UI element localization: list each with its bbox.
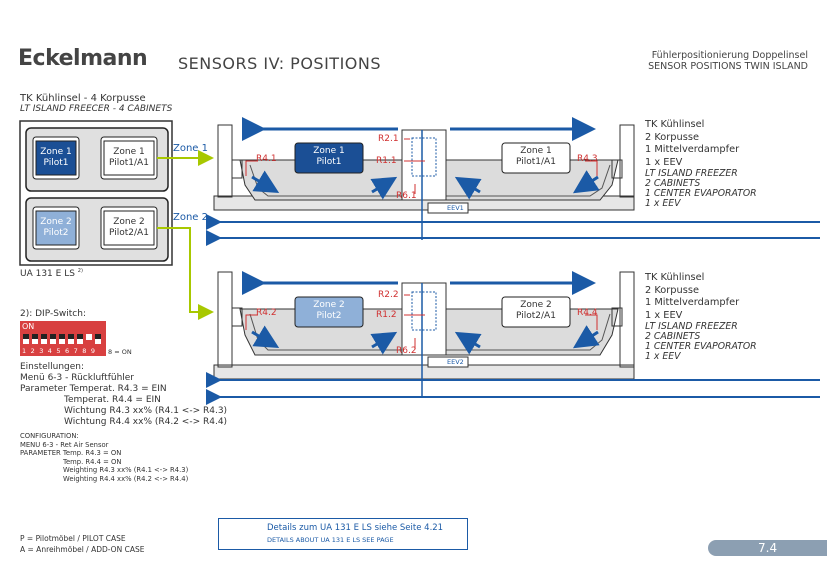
sensor-r6-1: R6.1 bbox=[396, 191, 417, 201]
details-link[interactable]: Details zum UA 131 E LS siehe Seite 4.21… bbox=[218, 518, 468, 550]
zone1-link-label: Zone 1 bbox=[173, 143, 208, 154]
sensor-r2-2: R2.2 bbox=[378, 290, 399, 300]
zone1-pilot1a1-box bbox=[103, 140, 155, 176]
sensor-r1-1: R1.1 bbox=[376, 156, 397, 166]
eev1-label: EEV1 bbox=[447, 204, 464, 212]
details-line2: DETAILS ABOUT UA 131 E LS SEE PAGE bbox=[267, 536, 394, 544]
island-1 bbox=[206, 117, 820, 246]
sensor-r2-1: R2.1 bbox=[378, 134, 399, 144]
details-line1: Details zum UA 131 E LS siehe Seite 4.21 bbox=[267, 523, 444, 533]
dip-numbers: 1 2 3 4 5 6 7 8 9 bbox=[22, 347, 97, 355]
sensor-r6-2: R6.2 bbox=[396, 346, 417, 356]
sensor-r4-2: R4.2 bbox=[256, 308, 277, 318]
zone1-pilot1-box bbox=[35, 140, 77, 176]
zone2-link-label: Zone 2 bbox=[173, 212, 208, 223]
dip-title: 2): DIP-Switch: bbox=[20, 309, 86, 319]
left-title-de: TK Kühlinsel - 4 Korpusse bbox=[20, 93, 146, 104]
brand-logo: Eckelmann bbox=[18, 46, 148, 71]
settings-en: CONFIGURATION: MENU 6-3 - Ret Air Sensor… bbox=[20, 432, 189, 483]
sensor-r4-1: R4.1 bbox=[256, 154, 277, 164]
zone2-pilot2-box bbox=[35, 210, 77, 246]
legend-pilot: P = Pilotmöbel / PILOT CASE bbox=[20, 534, 126, 543]
sensor-r4-3: R4.3 bbox=[577, 154, 598, 164]
sensor-r1-2: R1.2 bbox=[376, 310, 397, 320]
sensor-r4-4: R4.4 bbox=[577, 308, 598, 318]
dip-on-label: ON bbox=[22, 322, 35, 331]
legend-addon: A = Anreihmöbel / ADD-ON CASE bbox=[20, 545, 145, 554]
dip-note: 8 = ON bbox=[108, 348, 132, 356]
header-right-de: Fühlerpositionierung Doppelinsel bbox=[651, 50, 808, 61]
dip-switch bbox=[20, 321, 106, 356]
settings-de: Einstellungen: Menü 6-3 - Rückluftfühler… bbox=[20, 362, 228, 427]
page-number: 7.4 bbox=[758, 541, 778, 555]
zone2-pilot2a1-box bbox=[103, 210, 155, 246]
controller-label: UA 131 E LS 2) bbox=[20, 268, 83, 279]
eev2-label: EEV2 bbox=[447, 358, 464, 366]
header-right-en: SENSOR POSITIONS TWIN ISLAND bbox=[648, 61, 808, 72]
left-title-en: LT ISLAND FREECER - 4 CABINETS bbox=[20, 104, 173, 114]
island-2 bbox=[206, 271, 820, 405]
page-number-bar bbox=[708, 540, 827, 556]
page-title: SENSORS IV: POSITIONS bbox=[178, 54, 382, 73]
